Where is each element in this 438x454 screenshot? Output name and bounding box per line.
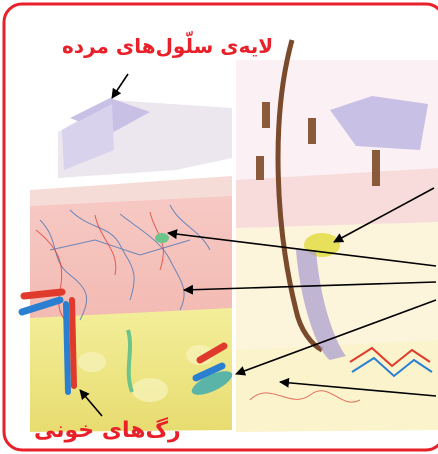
right-skin-block — [236, 40, 438, 432]
dead-cells-layer-label: لایه‌ی سلّول‌های مرده — [62, 34, 273, 58]
blood-vessels-label: رگ‌های خونی — [34, 418, 181, 443]
fat-layer — [30, 308, 232, 432]
